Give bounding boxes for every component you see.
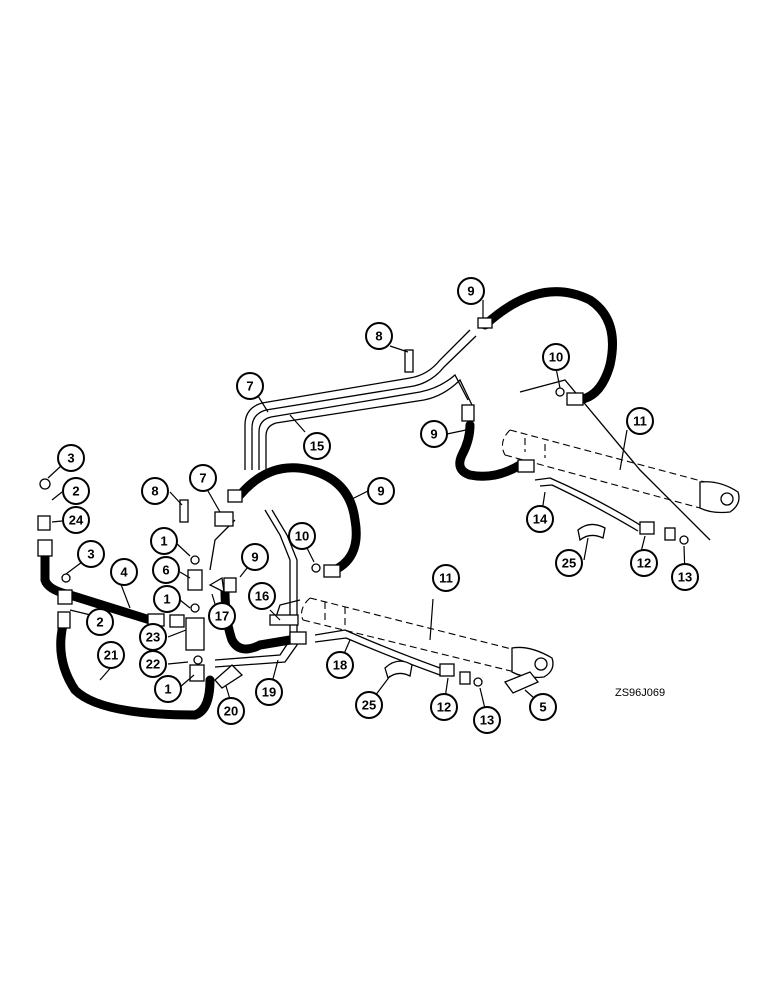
svg-text:5: 5: [539, 700, 546, 715]
svg-text:1: 1: [164, 682, 171, 697]
svg-text:2: 2: [96, 615, 103, 630]
callout-25: 25: [355, 691, 383, 719]
callout-10: 10: [542, 343, 570, 371]
callout-1: 1: [150, 527, 178, 555]
callout-11: 11: [626, 407, 654, 435]
callout-3: 3: [57, 444, 85, 472]
svg-text:21: 21: [104, 648, 118, 663]
callout-9: 9: [241, 543, 269, 571]
callout-9: 9: [457, 277, 485, 305]
callout-8: 8: [141, 477, 169, 505]
callout-15: 15: [303, 432, 331, 460]
svg-text:20: 20: [224, 704, 238, 719]
svg-text:14: 14: [533, 512, 548, 527]
callout-20: 20: [217, 697, 245, 725]
upper-cylinder: [501, 379, 740, 541]
svg-text:8: 8: [151, 484, 158, 499]
callout-10: 10: [288, 522, 316, 550]
svg-text:24: 24: [69, 513, 84, 528]
svg-text:1: 1: [163, 592, 170, 607]
callout-5: 5: [529, 693, 557, 721]
svg-text:13: 13: [480, 713, 494, 728]
callout-4: 4: [110, 558, 138, 586]
svg-text:19: 19: [262, 685, 276, 700]
svg-text:6: 6: [162, 563, 169, 578]
callout-12: 12: [430, 693, 458, 721]
svg-text:4: 4: [120, 565, 128, 580]
svg-text:7: 7: [199, 471, 206, 486]
callout-6: 6: [152, 556, 180, 584]
callout-19: 19: [255, 678, 283, 706]
callout-13: 13: [671, 563, 699, 591]
callout-8: 8: [365, 322, 393, 350]
callout-12: 12: [630, 549, 658, 577]
svg-text:9: 9: [467, 284, 474, 299]
fittings: [37, 317, 689, 694]
callout-23: 23: [139, 623, 167, 651]
svg-text:3: 3: [67, 451, 74, 466]
callout-1: 1: [154, 675, 182, 703]
svg-text:25: 25: [562, 556, 576, 571]
svg-text:11: 11: [439, 571, 453, 586]
svg-text:10: 10: [295, 529, 309, 544]
svg-text:12: 12: [637, 556, 651, 571]
svg-text:11: 11: [633, 414, 647, 429]
callout-13: 13: [473, 706, 501, 734]
drawing-reference-code: ZS96J069: [615, 687, 665, 699]
svg-text:9: 9: [377, 484, 384, 499]
callout-9: 9: [367, 477, 395, 505]
callout-18: 18: [326, 651, 354, 679]
callout-14: 14: [526, 505, 554, 533]
callout-9: 9: [420, 420, 448, 448]
svg-text:18: 18: [333, 658, 347, 673]
svg-text:3: 3: [87, 547, 94, 562]
svg-text:15: 15: [310, 439, 324, 454]
svg-text:1: 1: [160, 534, 167, 549]
svg-text:7: 7: [246, 379, 253, 394]
svg-text:13: 13: [678, 570, 692, 585]
svg-text:17: 17: [215, 609, 229, 624]
callout-7: 7: [236, 372, 264, 400]
svg-text:23: 23: [146, 630, 160, 645]
callout-3: 3: [77, 540, 105, 568]
callout-16: 16: [248, 582, 276, 610]
callout-22: 22: [139, 650, 167, 678]
svg-text:16: 16: [255, 589, 269, 604]
svg-text:8: 8: [375, 329, 382, 344]
svg-text:2: 2: [72, 484, 79, 499]
svg-text:10: 10: [549, 350, 563, 365]
callout-25: 25: [555, 549, 583, 577]
callout-2: 2: [62, 477, 90, 505]
svg-text:9: 9: [430, 427, 437, 442]
steel-tube-assembly: [209, 329, 477, 668]
callout-2: 2: [86, 608, 114, 636]
callout-17: 17: [208, 602, 236, 630]
callout-24: 24: [62, 506, 90, 534]
svg-text:25: 25: [362, 698, 376, 713]
svg-text:9: 9: [251, 550, 258, 565]
callout-7: 7: [189, 464, 217, 492]
callout-1: 1: [153, 585, 181, 613]
callout-11: 11: [432, 564, 460, 592]
svg-text:22: 22: [146, 657, 160, 672]
callout-21: 21: [97, 641, 125, 669]
svg-text:12: 12: [437, 700, 451, 715]
